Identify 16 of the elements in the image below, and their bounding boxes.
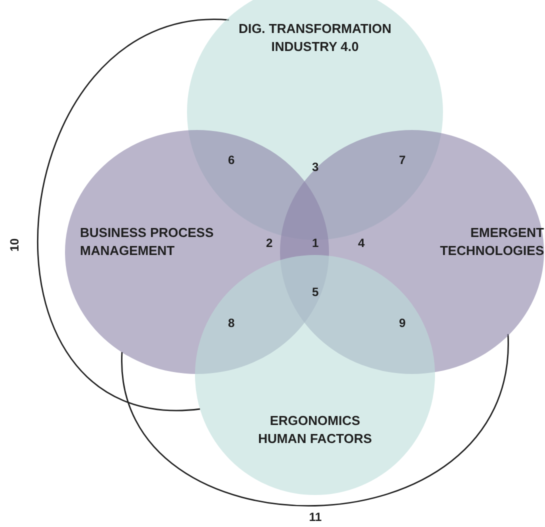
region-number: 4	[358, 236, 365, 250]
region-number: 6	[228, 153, 235, 167]
edge-label: 10	[8, 236, 22, 254]
region-number: 2	[266, 236, 273, 250]
connector-arc	[38, 19, 230, 410]
region-number: 1	[312, 236, 319, 250]
set-label: EMERGENT TECHNOLOGIES	[438, 224, 544, 260]
region-number: 9	[399, 316, 406, 330]
region-number: 3	[312, 160, 319, 174]
region-number: 5	[312, 285, 319, 299]
region-number: 8	[228, 316, 235, 330]
set-label: ERGONOMICS HUMAN FACTORS	[257, 412, 373, 448]
set-label: BUSINESS PROCESS MANAGEMENT	[80, 224, 215, 260]
region-number: 7	[399, 153, 406, 167]
set-label: DIG. TRANSFORMATION INDUSTRY 4.0	[238, 20, 392, 56]
edge-label: 11	[307, 510, 324, 524]
